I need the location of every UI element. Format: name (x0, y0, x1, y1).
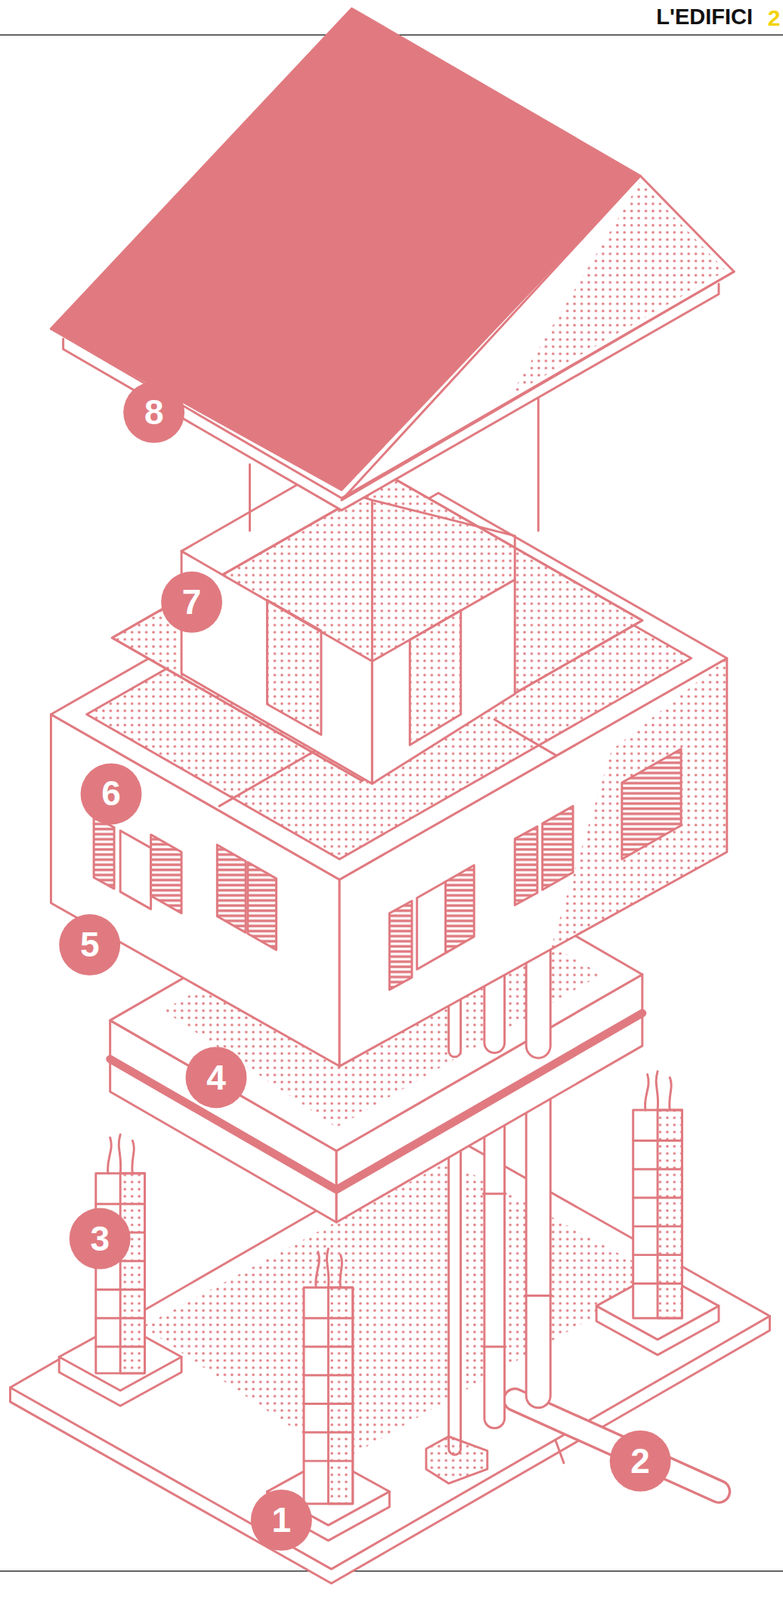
roof (50, 8, 734, 531)
callout-circle (58, 381, 671, 1551)
callout-number: 8 (144, 394, 165, 430)
window-shutters (216, 844, 246, 932)
upper-walls (371, 579, 515, 784)
callout-number: 1 (272, 1501, 292, 1537)
callout-number: 3 (89, 1220, 110, 1256)
footing-column (633, 1109, 683, 1318)
window-shutters (417, 881, 446, 969)
house-illustration (0, 8, 783, 1583)
drain-pipes (482, 1191, 506, 1195)
running-header: L'EDIFICI (656, 6, 753, 28)
drain-pipes (426, 1436, 488, 1483)
page-number: 2 (767, 6, 781, 30)
callout-number: 5 (80, 926, 100, 962)
drain-pipes (514, 1398, 719, 1491)
footing-column (95, 1172, 146, 1373)
floor-slab (527, 948, 550, 1046)
roof (50, 271, 734, 498)
callout-circle (80, 762, 143, 824)
window-shutters (247, 861, 277, 950)
callout-number: 6 (101, 775, 121, 811)
footing-column (108, 1133, 135, 1173)
drain-pipes (525, 1293, 552, 1297)
upper-walls (409, 609, 461, 745)
foundation-slab (142, 1160, 663, 1461)
drain-pipes (555, 1439, 564, 1463)
drain-pipes (514, 1398, 719, 1491)
callout-circle (69, 1207, 131, 1269)
drain-pipes (482, 1345, 506, 1348)
callout-number: 4 (206, 1059, 226, 1095)
window-shutters (389, 900, 412, 990)
callout-circle (58, 913, 121, 975)
callout-circle (250, 1488, 313, 1551)
roof (248, 464, 251, 531)
callout-circle (185, 1046, 248, 1108)
upper-floor (111, 477, 642, 806)
callout-number: 2 (630, 1442, 650, 1478)
callout-circle (609, 1429, 672, 1492)
footing-column (303, 1287, 353, 1504)
footing-column (303, 1317, 353, 1461)
upper-walls (181, 479, 515, 783)
footing-column (633, 1140, 683, 1284)
roof (537, 398, 540, 531)
footing-column (644, 1070, 672, 1110)
window-shutters (514, 826, 538, 905)
window-shutters (445, 864, 474, 953)
page-rule (0, 1569, 783, 1572)
footing-column (315, 1248, 343, 1288)
window-shutters (542, 805, 573, 890)
roof (50, 8, 641, 490)
callout-circle (160, 571, 223, 633)
upper-walls (266, 600, 321, 735)
callout-number: 7 (182, 584, 202, 619)
footing-column (328, 1287, 353, 1504)
floor-slab (525, 948, 552, 1046)
callout-circle (123, 381, 185, 443)
window-shutters (93, 816, 115, 889)
window-shutters (151, 834, 182, 913)
window-shutters (120, 829, 151, 909)
upper-walls (371, 499, 374, 661)
window-shutters (93, 748, 681, 990)
window-shutters (622, 748, 681, 860)
